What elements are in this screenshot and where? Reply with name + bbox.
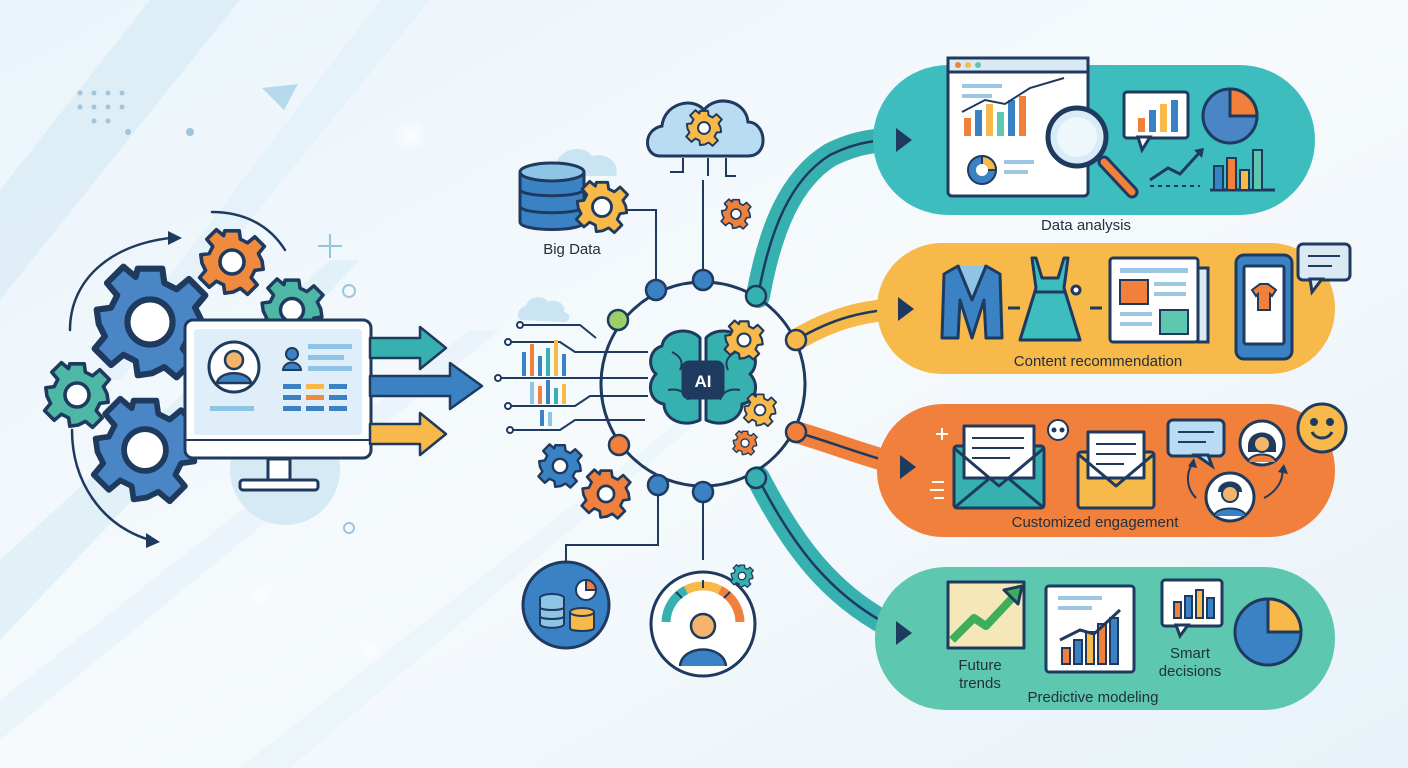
data-stream-lines (494, 321, 648, 434)
cycle-arrows (1186, 458, 1288, 499)
line-chart-icon (1149, 148, 1204, 187)
gear-icon (537, 443, 583, 489)
gear-icon (730, 564, 754, 588)
brain-icon: AI (648, 329, 758, 425)
future-trends-label-line2: trends (959, 675, 1001, 692)
output-content-recommendation: Content recommendation (877, 242, 1352, 374)
magnifier-icon (1045, 105, 1139, 199)
ai-badge-text: AI (695, 372, 712, 391)
customized-engagement-title: Customized engagement (1012, 514, 1180, 531)
chat-bubble-icon (1296, 242, 1352, 296)
gear-icon (742, 392, 778, 428)
avatar-icon (1204, 471, 1256, 523)
predictive-modeling-title: Predictive modeling (1028, 689, 1159, 706)
monitor-icon (183, 318, 373, 525)
process-cycle-arrows (68, 210, 287, 548)
arrow-right-icon (368, 325, 448, 371)
arrow-right-icon (368, 361, 484, 411)
dashboard-report-icon (946, 56, 1090, 198)
decor-plus-icon (318, 234, 342, 258)
gear-icon (94, 399, 197, 502)
trend-up-icon (946, 580, 1026, 650)
database-icon (518, 149, 617, 231)
decor-triangle (262, 84, 298, 110)
phone-icon (1234, 253, 1294, 361)
output-predictive-modeling: Future trends Smart decisions Predi (875, 567, 1335, 710)
chat-bubble-icon (1047, 419, 1069, 441)
bar-chart-icon (1210, 149, 1275, 192)
gauge-icon (649, 570, 757, 678)
pie-chart-icon (1233, 597, 1303, 667)
arrow-right-icon (368, 411, 448, 457)
jacket-icon (940, 264, 1004, 340)
decor-ring (343, 522, 355, 534)
avatar-icon (1238, 419, 1286, 467)
future-trends-label-line1: Future (958, 657, 1001, 674)
decor-ring (342, 284, 356, 298)
smart-decisions-label-line2: decisions (1159, 663, 1222, 680)
gear-icon (95, 267, 206, 378)
chat-bubble-icon (1166, 418, 1226, 470)
user-profile-icon (207, 340, 261, 394)
envelope-icon (952, 424, 1046, 510)
data-analysis-title: Data analysis (1041, 217, 1131, 234)
newspaper-icon (1108, 256, 1210, 344)
gear-icon (720, 198, 752, 230)
hub-connector-lines (560, 158, 736, 565)
data-stream-bars (522, 340, 566, 426)
gear-icon (574, 179, 630, 235)
output-customized-engagement: Customized engagement (877, 402, 1348, 537)
database-metrics-icon (521, 560, 611, 650)
output-data-analysis: Data analysis (873, 56, 1315, 234)
smiley-icon (1296, 402, 1348, 454)
bar-chart-icon (1160, 578, 1224, 640)
smart-decisions-label-line1: Smart (1170, 645, 1211, 662)
dress-icon (1018, 256, 1082, 342)
gear-icon (197, 227, 267, 297)
decor-dots (77, 90, 194, 136)
bar-chart-icon (1122, 90, 1190, 154)
gear-icon (580, 468, 632, 520)
cloud-icon (517, 297, 570, 322)
pie-chart-icon (1201, 87, 1259, 145)
gear-icon (42, 360, 112, 430)
big-data-label: Big Data (543, 241, 601, 258)
gear-icon (685, 109, 723, 147)
gear-icon (723, 319, 765, 361)
bar-chart-icon (1044, 584, 1136, 674)
content-recommendation-title: Content recommendation (1014, 353, 1182, 370)
hub-nodes (606, 268, 808, 504)
gear-icon (732, 430, 758, 456)
envelope-icon (1076, 430, 1156, 510)
decor-sparkle (930, 428, 948, 499)
